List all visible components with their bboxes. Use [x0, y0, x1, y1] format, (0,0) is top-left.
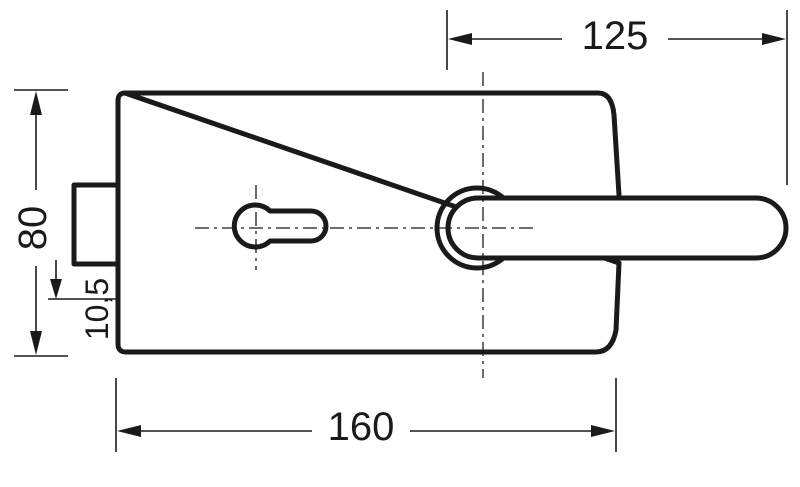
keyhole: [231, 202, 329, 250]
latch-bolt: [71, 182, 121, 267]
dim-80-label: 80: [11, 206, 55, 251]
dim-125-arrow-left: [448, 33, 472, 45]
dim-80-arrow-bottom: [30, 331, 42, 355]
dim-80-arrow-top: [30, 91, 42, 115]
dim-160-arrow-right: [591, 425, 615, 437]
dim-125-arrow-right: [762, 33, 786, 45]
dim-125-label: 125: [582, 14, 649, 58]
lever-handle: [445, 195, 789, 261]
dim-160-arrow-left: [117, 425, 141, 437]
dim-10-5-arrow: [50, 279, 62, 299]
dim-160-label: 160: [328, 405, 395, 449]
dim-10-5-label: 10,5: [79, 278, 115, 340]
lock-body-outline: [115, 90, 622, 355]
